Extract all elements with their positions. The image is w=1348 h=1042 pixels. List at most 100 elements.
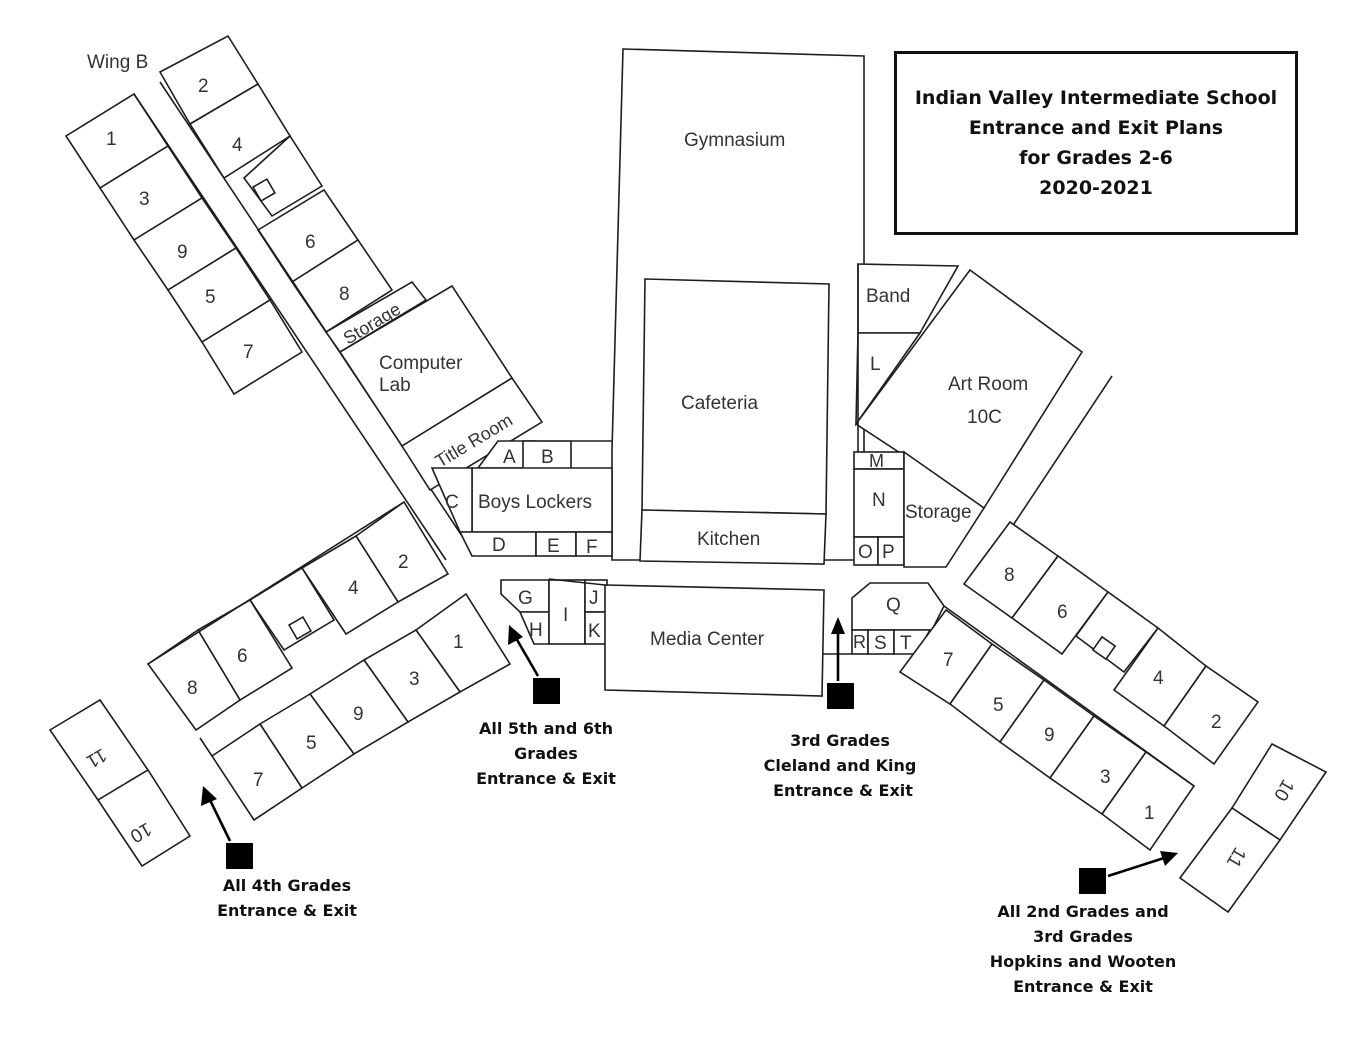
- room-label: A: [503, 447, 516, 468]
- room-label: Boys Lockers: [478, 492, 592, 513]
- room-s: [867, 629, 895, 655]
- room-label: P: [882, 542, 895, 563]
- room-right-2: [1162, 664, 1260, 766]
- room-label: 2: [398, 552, 409, 573]
- entrance-label: Entrance & Exit: [476, 769, 616, 788]
- entrance-label: 3rd Grades: [790, 731, 890, 750]
- room-b: [522, 440, 572, 470]
- room-label: G: [518, 588, 533, 609]
- room-label: R: [853, 632, 866, 652]
- wall: [147, 501, 405, 665]
- restroom-stall-right: [1091, 635, 1117, 661]
- corridor-wall: [999, 375, 1113, 546]
- arrow-icon: [208, 799, 232, 842]
- wing-left: 2 4 6 8 1 3 9 5 7 11 10: [48, 500, 512, 868]
- room-label: 4: [1153, 668, 1164, 689]
- room-label: Storage: [905, 502, 972, 523]
- room-label: Kitchen: [697, 529, 760, 550]
- room-label: J: [589, 588, 599, 609]
- room-label: 3: [409, 669, 420, 690]
- wing-b-label: Wing B: [87, 52, 148, 73]
- room-label: 7: [243, 342, 254, 363]
- room-label: 8: [1004, 565, 1015, 586]
- room-label: 3: [1100, 767, 1111, 788]
- room-label: 5: [205, 287, 216, 308]
- room-label: 1: [453, 632, 464, 653]
- room-label: 9: [177, 242, 188, 263]
- room-label: Computer: [379, 353, 463, 374]
- entrance-marker-grade56: [533, 678, 560, 704]
- room-f: [575, 531, 613, 557]
- room-label: C: [445, 492, 459, 513]
- room-label: 6: [305, 232, 316, 253]
- room-title-room: [400, 376, 544, 492]
- portable-right-11: [1178, 806, 1282, 914]
- entrance-label: 3rd Grades: [1033, 927, 1133, 946]
- arrow-head-icon: [1160, 851, 1178, 866]
- room-left-8: [146, 628, 242, 732]
- room-left-7: [210, 722, 304, 822]
- room-label: 3: [139, 189, 150, 210]
- room-wingb-7: [200, 298, 304, 396]
- room-label: 9: [1044, 725, 1055, 746]
- room-label: L: [870, 354, 881, 375]
- room-label: Lab: [379, 375, 411, 396]
- arrow-icon: [514, 637, 540, 677]
- arrow-head-icon: [831, 617, 845, 634]
- room-label: F: [586, 537, 598, 558]
- room-label: N: [872, 490, 886, 511]
- room-storage-wingb: [324, 280, 428, 354]
- arrow-head-icon: [201, 786, 217, 806]
- room-label: Art Room: [948, 374, 1028, 395]
- room-storage-right: [903, 450, 986, 568]
- plan-title: Entrance and Exit Plans: [968, 117, 1224, 139]
- room-label: S: [874, 633, 887, 654]
- grades-range: for Grades 2-6: [1019, 147, 1173, 169]
- entrance-label: Entrance & Exit: [1013, 977, 1153, 996]
- room-label: D: [492, 535, 506, 556]
- title-box: Indian Valley Intermediate School Entran…: [894, 51, 1298, 235]
- room-label: M: [869, 451, 884, 471]
- restroom-stall-wingb: [251, 177, 277, 203]
- room-label: 2: [1211, 712, 1222, 733]
- room-label: 10C: [967, 407, 1002, 428]
- room-label: 5: [306, 733, 317, 754]
- room-label: Q: [886, 595, 901, 616]
- entrance-label: All 4th Grades: [223, 876, 351, 895]
- entrance-label: Cleland and King: [764, 756, 917, 775]
- room-label: 1: [106, 129, 117, 150]
- room-label: 9: [353, 704, 364, 725]
- room-label: 4: [232, 135, 243, 156]
- entrance-label: All 2nd Grades and: [997, 902, 1168, 921]
- room-label: H: [529, 620, 543, 641]
- school-name: Indian Valley Intermediate School: [914, 87, 1278, 109]
- portable-left-10: [96, 768, 192, 868]
- school-year: 2020-2021: [1039, 177, 1153, 199]
- room-label: 7: [943, 650, 954, 671]
- room-label: Gymnasium: [684, 130, 785, 151]
- room-label: 7: [253, 770, 264, 791]
- room-label: I: [563, 605, 568, 626]
- room-label: K: [588, 621, 601, 642]
- entrance-label: Hopkins and Wooten: [990, 952, 1177, 971]
- arrow-head-icon: [508, 625, 523, 645]
- arrow-icon: [1107, 856, 1165, 878]
- room-label: E: [547, 536, 560, 557]
- room-label: B: [541, 447, 554, 468]
- room-media-center: [604, 584, 825, 697]
- entrance-marker-grade23-hw: [1079, 868, 1106, 894]
- room-label: 2: [198, 76, 209, 97]
- wing-right: 8 6 4 2 7 5 9 3 1 10 11: [898, 520, 1328, 914]
- room-e: [535, 531, 577, 557]
- room-left-4: [300, 534, 400, 636]
- room-label: 1: [1144, 803, 1155, 824]
- wall: [548, 578, 606, 586]
- entrance-marker-grade3-ck: [827, 683, 854, 709]
- corridor-wall: [943, 605, 1195, 787]
- wing-b: Wing B 1 3 9 5 7 2 4 6 8 Storage Compute…: [64, 34, 544, 561]
- wall: [199, 737, 213, 757]
- room-label: 4: [348, 578, 359, 599]
- room-kitchen: [639, 509, 827, 565]
- entrance-label: Grades: [514, 744, 578, 763]
